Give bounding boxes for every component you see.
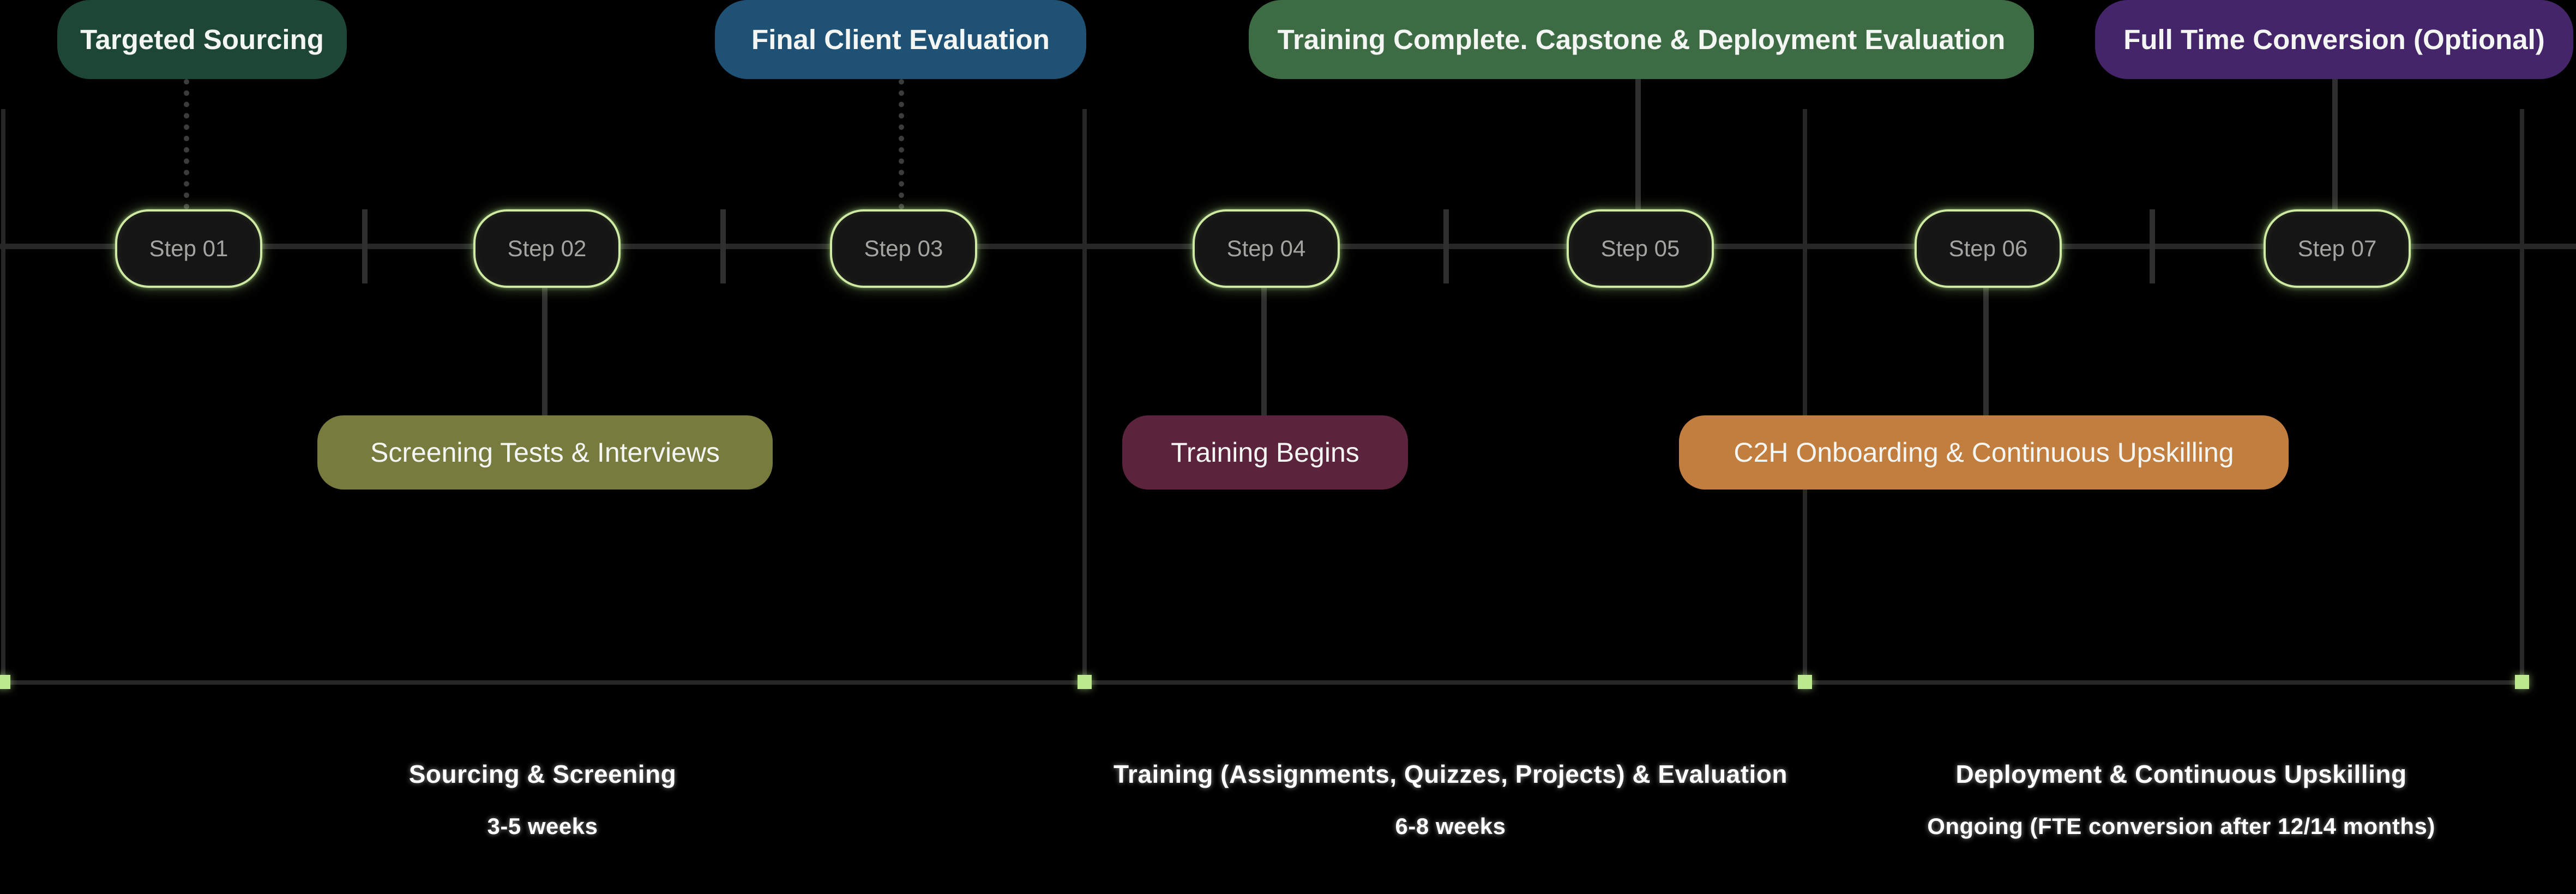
step-04-pill: Step 04	[1193, 209, 1340, 288]
step-06-pill: Step 06	[1915, 209, 2062, 288]
timeline-tick-4	[2150, 209, 2155, 283]
milestone-screening-tests: Screening Tests & Interviews	[317, 415, 773, 490]
timeline-tick-1	[362, 209, 368, 283]
connector-step04-training-begins	[1261, 283, 1267, 415]
phase-3-caption: Deployment & Continuous Upskilling Ongoi…	[1718, 759, 2576, 839]
phase-2-duration: 6-8 weeks	[1395, 813, 1506, 839]
phase-1-duration: 3-5 weeks	[487, 813, 598, 839]
step-02-pill: Step 02	[473, 209, 621, 288]
milestone-c2h-onboarding: C2H Onboarding & Continuous Upskilling	[1679, 415, 2289, 490]
connector-final-evaluation-step03	[899, 79, 904, 209]
step-05-pill: Step 05	[1567, 209, 1714, 288]
phase-2-caption: Training (Assignments, Quizzes, Projects…	[987, 759, 1914, 839]
phase-divider-left	[1, 109, 5, 685]
phase-marker-4	[2515, 675, 2529, 689]
timeline-tick-3	[1443, 209, 1449, 283]
phase-divider-right	[2520, 109, 2524, 685]
step-03-pill: Step 03	[830, 209, 977, 288]
step-07-pill: Step 07	[2264, 209, 2411, 288]
phase-1-title: Sourcing & Screening	[408, 760, 677, 788]
phase-2-title: Training (Assignments, Quizzes, Projects…	[1113, 760, 1788, 788]
milestone-fulltime-conversion: Full Time Conversion (Optional)	[2095, 0, 2573, 79]
phase-marker-3	[1798, 675, 1812, 689]
phase-3-duration: Ongoing (FTE conversion after 12/14 mont…	[1927, 813, 2435, 839]
phase-1-caption: Sourcing & Screening 3-5 weeks	[79, 759, 1006, 839]
connector-step02-screening	[542, 283, 547, 415]
phase-marker-2	[1078, 675, 1092, 689]
phase-3-title: Deployment & Continuous Upskilling	[1955, 760, 2407, 788]
timeline-tick-2	[720, 209, 726, 283]
milestone-final-client-evaluation: Final Client Evaluation	[715, 0, 1086, 79]
connector-fulltime-conversion-step07	[2332, 76, 2338, 209]
milestone-training-complete: Training Complete. Capstone & Deployment…	[1249, 0, 2034, 79]
duration-axis	[3, 680, 2522, 685]
connector-targeted-sourcing-step01	[184, 79, 189, 209]
connector-step06-c2h-onboarding	[1983, 283, 1989, 415]
milestone-targeted-sourcing: Targeted Sourcing	[57, 0, 347, 79]
milestone-training-begins: Training Begins	[1122, 415, 1408, 490]
connector-training-complete-step05	[1635, 76, 1641, 209]
phase-marker-1	[0, 675, 10, 689]
phase-divider-mid-1	[1082, 109, 1087, 685]
phase-divider-mid-2	[1803, 109, 1807, 685]
step-01-pill: Step 01	[115, 209, 262, 288]
